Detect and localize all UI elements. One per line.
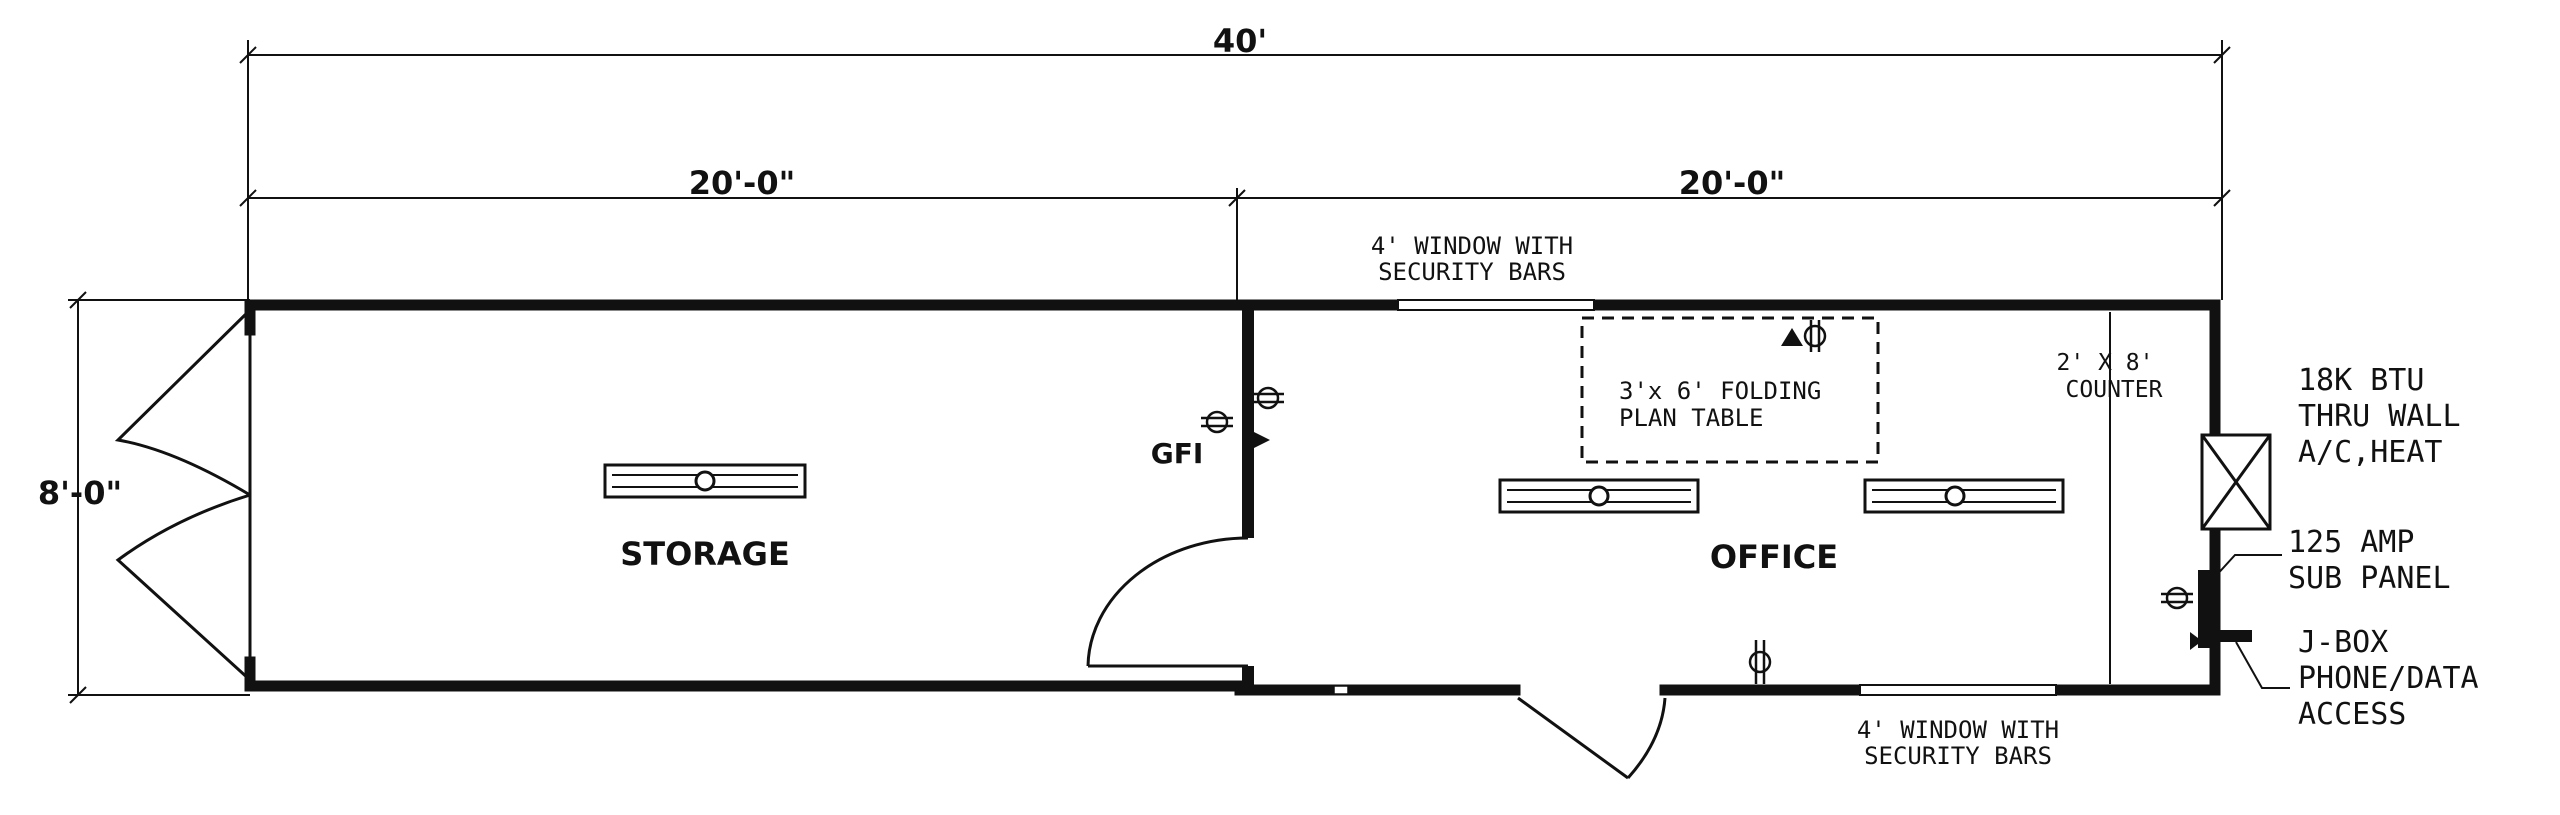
j-box-icon: [2200, 630, 2252, 642]
duplex-outlet-icon: [2161, 586, 2193, 610]
svg-text:SECURITY BARS: SECURITY BARS: [1378, 258, 1566, 286]
j-box-note: J-BOX PHONE/DATA ACCESS: [2298, 625, 2479, 732]
svg-text:4' WINDOW WITH: 4' WINDOW WITH: [1857, 716, 2059, 744]
plan-table-note: 3'x 6' FOLDING PLAN TABLE: [1619, 377, 1821, 432]
door-swing-icon: [1086, 536, 1249, 668]
dimension-lines: [68, 40, 2231, 704]
entry-door-icon: [1517, 696, 1667, 780]
svg-text:J-BOX: J-BOX: [2298, 625, 2388, 660]
dim-left-label: 20'-0": [689, 164, 796, 202]
room-label-storage: STORAGE: [620, 535, 790, 573]
duplex-outlet-icon: [1748, 640, 1772, 684]
room-label-office: OFFICE: [1710, 538, 1838, 576]
svg-text:2' X 8': 2' X 8': [2057, 350, 2154, 376]
window-top-note: 4' WINDOW WITH SECURITY BARS: [1371, 232, 1573, 286]
counter-note: 2' X 8' COUNTER: [2057, 350, 2163, 403]
svg-text:PLAN TABLE: PLAN TABLE: [1619, 404, 1764, 432]
svg-text:PHONE/DATA: PHONE/DATA: [2298, 661, 2479, 696]
dim-overall-label: 40': [1213, 22, 1267, 60]
phone-jack-icon: [1781, 328, 1803, 346]
sub-panel-icon: [2198, 570, 2214, 648]
light-fixture-icon: [1863, 478, 2065, 514]
phone-jack-icon: [1254, 432, 1270, 448]
sub-panel-note: 125 AMP SUB PANEL: [2288, 525, 2451, 596]
svg-text:SUB PANEL: SUB PANEL: [2288, 561, 2451, 596]
duplex-outlet-icon: [1201, 410, 1233, 434]
svg-text:SECURITY BARS: SECURITY BARS: [1864, 742, 2052, 770]
svg-text:18K BTU: 18K BTU: [2298, 363, 2424, 398]
duplex-outlet-icon: [1803, 320, 1827, 352]
gfi-label: GFI: [1151, 437, 1204, 470]
svg-text:A/C,HEAT: A/C,HEAT: [2298, 435, 2443, 470]
svg-text:125 AMP: 125 AMP: [2288, 525, 2414, 560]
window-bottom: [1859, 684, 2057, 696]
window-top: [1397, 299, 1595, 311]
dim-depth-label: 8'-0": [38, 474, 122, 512]
leader-lines: [2213, 554, 2290, 689]
duplex-outlet-icon: [1252, 386, 1284, 410]
hvac-note: 18K BTU THRU WALL A/C,HEAT: [2298, 363, 2461, 470]
svg-text:3'x 6' FOLDING: 3'x 6' FOLDING: [1619, 377, 1821, 405]
phone-jack-icon: [2190, 632, 2202, 650]
svg-text:COUNTER: COUNTER: [2066, 377, 2163, 403]
svg-text:4' WINDOW WITH: 4' WINDOW WITH: [1371, 232, 1573, 260]
light-fixture-icon: [603, 463, 807, 499]
svg-text:ACCESS: ACCESS: [2298, 697, 2406, 732]
wall-vent: [1333, 685, 1349, 695]
light-fixture-icon: [1498, 478, 1700, 514]
hvac-unit-icon: [2200, 433, 2272, 531]
plan-table: [1580, 316, 1880, 464]
double-door-icon: [114, 308, 252, 682]
dim-right-label: 20'-0": [1679, 164, 1786, 202]
svg-text:THRU WALL: THRU WALL: [2298, 399, 2461, 434]
window-bottom-note: 4' WINDOW WITH SECURITY BARS: [1857, 716, 2059, 770]
